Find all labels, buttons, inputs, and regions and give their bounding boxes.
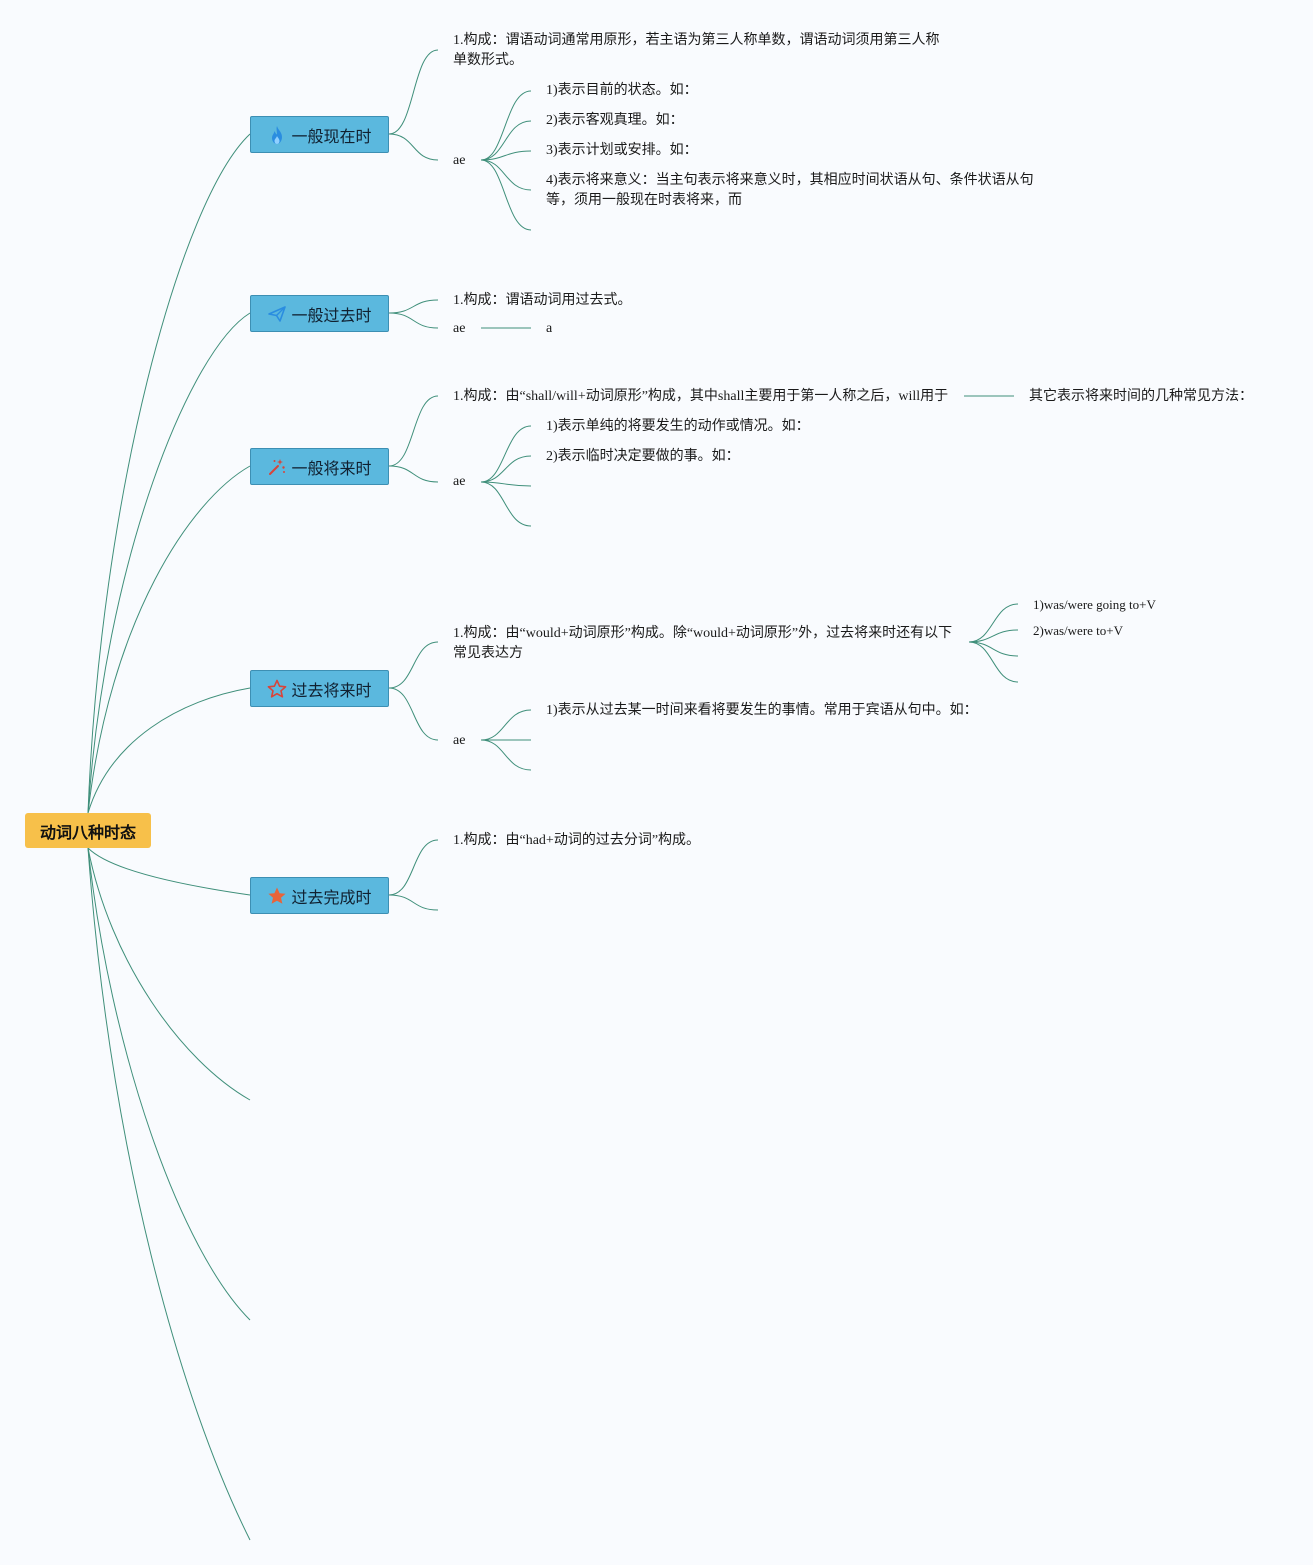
usage-key: ae: [453, 733, 466, 748]
rule-text: 1.构成：由“would+动词原形”构成。除“would+动词原形”外，过去将来…: [453, 626, 953, 661]
link-root-empty-2: [87, 847, 251, 1321]
rule-text: 1.构成：由“had+动词的过去分词”构成。: [453, 833, 701, 848]
paper-plane-icon: [267, 304, 287, 324]
usage-item: 1)表示从过去某一时间来看将要发生的事情。常用于宾语从句中。如：: [546, 703, 978, 718]
magic-wand-icon: [267, 457, 287, 477]
branch-label: 过去将来时: [291, 680, 372, 700]
link-root-empty-1: [87, 847, 251, 1101]
usage-item: 1)表示单纯的将要发生的动作或情况。如：: [546, 419, 810, 434]
link-root-branch-1: [87, 133, 251, 814]
link-root-branch-5: [87, 847, 251, 896]
branch-label: 一般过去时: [291, 305, 372, 325]
usage-item: 2)表示客观真理。如：: [546, 113, 684, 128]
branch-label: 一般将来时: [291, 458, 372, 478]
branch-present-simple[interactable]: 一般现在时: [250, 116, 389, 153]
branch-label: 一般现在时: [291, 126, 372, 146]
usage-key: ae: [453, 153, 466, 168]
rule-sub-item: 2)was/were to+V: [1033, 623, 1123, 638]
usage-item: 4)表示将来意义：当主句表示将来意义时，其相应时间状语从句、条件状语从句等，须用…: [546, 173, 1034, 208]
link-root-empty-3: [87, 847, 251, 1541]
star-filled-icon: [267, 886, 287, 906]
branch-future-simple[interactable]: 一般将来时: [250, 448, 389, 485]
usage-item: 2)表示临时决定要做的事。如：: [546, 449, 740, 464]
branch-past-future[interactable]: 过去将来时: [250, 670, 389, 707]
root-label: 动词八种时态: [39, 822, 136, 842]
branch-past-simple[interactable]: 一般过去时: [250, 295, 389, 332]
usage-key: ae: [453, 474, 466, 489]
branch-label: 过去完成时: [291, 887, 372, 907]
link-root-branch-4: [87, 687, 251, 814]
usage-key: ae: [453, 321, 466, 336]
star-outline-icon: [267, 679, 287, 699]
usage-item: 1)表示目前的状态。如：: [546, 83, 698, 98]
rule-sub-item: 1)was/were going to+V: [1033, 597, 1156, 612]
branch-past-perfect[interactable]: 过去完成时: [250, 877, 389, 914]
usage-item: 3)表示计划或安排。如：: [546, 143, 698, 158]
rule-text: 1.构成：谓语动词通常用原形，若主语为第三人称单数，谓语动词须用第三人称单数形式…: [453, 33, 940, 68]
usage-item: a: [546, 321, 553, 336]
rule-extra-text: 其它表示将来时间的几种常见方法：: [1029, 389, 1253, 404]
flame-icon: [267, 125, 287, 145]
link-root-branch-2: [87, 312, 251, 814]
root-node[interactable]: 动词八种时态: [25, 813, 151, 848]
rule-text: 1.构成：谓语动词用过去式。: [453, 293, 632, 308]
rule-text: 1.构成：由“shall/will+动词原形”构成，其中shall主要用于第一人…: [453, 389, 949, 404]
link-root-branch-3: [87, 465, 251, 814]
